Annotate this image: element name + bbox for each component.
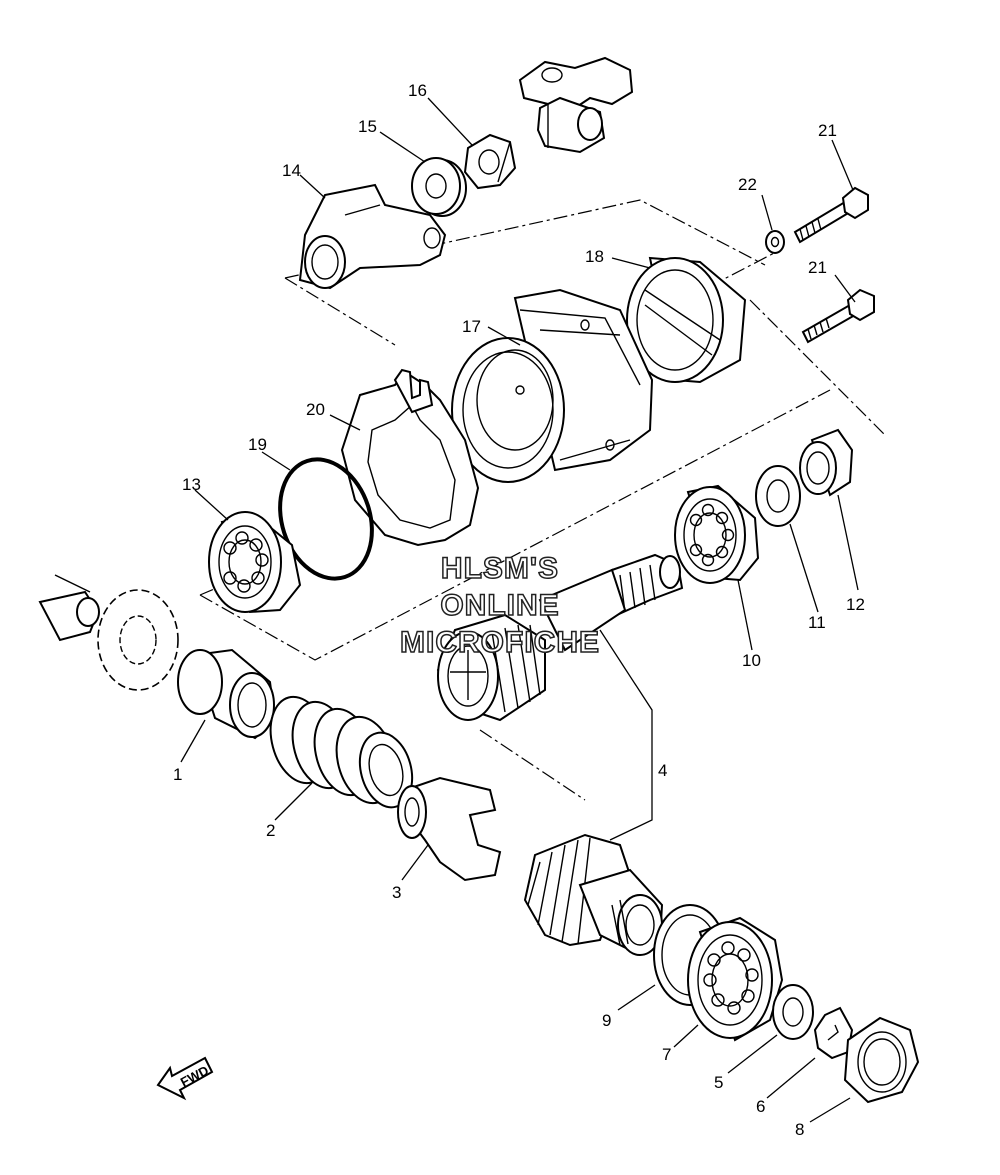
pinion-shaft xyxy=(436,553,684,722)
callout-1: 1 xyxy=(173,765,182,784)
bearing-housing xyxy=(451,288,654,483)
bearing-left xyxy=(97,589,179,691)
callout-labels: 1 2 3 4 5 6 7 8 9 10 11 12 13 14 15 16 1… xyxy=(173,81,865,1139)
leader-lines xyxy=(180,97,859,1123)
callout-3: 3 xyxy=(392,883,401,902)
bearing-13 xyxy=(208,511,302,614)
fwd-arrow-icon: FWD xyxy=(156,1056,214,1101)
watermark-line-2: ONLINE xyxy=(440,589,559,622)
lock-washer-6 xyxy=(813,1006,854,1060)
callout-21-upper: 21 xyxy=(818,121,837,140)
watermark: HLSM'S ONLINE MICROFICHE xyxy=(399,551,600,660)
nut-8 xyxy=(843,1016,920,1104)
watermark-line-3: MICROFICHE xyxy=(400,626,600,659)
callout-5: 5 xyxy=(714,1073,723,1092)
shaft-left xyxy=(38,574,100,642)
nut-16 xyxy=(463,133,517,190)
washer-15 xyxy=(411,157,467,217)
clutch-dog xyxy=(397,776,502,882)
callout-21-lower: 21 xyxy=(808,258,827,277)
washer-22 xyxy=(765,230,785,254)
bearing-7 xyxy=(687,916,784,1042)
callout-12: 12 xyxy=(846,595,865,614)
callout-19: 19 xyxy=(248,435,267,454)
collar-1 xyxy=(177,648,277,740)
callout-2: 2 xyxy=(266,821,275,840)
callout-9: 9 xyxy=(602,1011,611,1030)
shim-plate xyxy=(340,368,480,547)
collar-12 xyxy=(799,428,854,497)
callout-11: 11 xyxy=(808,613,826,632)
sleeve-18 xyxy=(626,256,747,384)
yoke xyxy=(298,183,447,290)
callout-18: 18 xyxy=(585,247,604,266)
callout-8: 8 xyxy=(795,1120,804,1139)
callout-16: 16 xyxy=(408,81,427,100)
callout-6: 6 xyxy=(756,1097,765,1116)
callout-10: 10 xyxy=(742,651,761,670)
bolt-21-upper xyxy=(793,186,869,244)
fwd-label: FWD xyxy=(178,1063,211,1090)
watermark-line-1: HLSM'S xyxy=(441,552,559,585)
o-ring xyxy=(278,457,374,581)
callout-7: 7 xyxy=(662,1045,671,1064)
bolt-21-lower xyxy=(801,288,875,344)
callout-17: 17 xyxy=(462,317,481,336)
spring xyxy=(269,695,414,809)
callout-15: 15 xyxy=(358,117,377,136)
bearing-10 xyxy=(674,484,760,584)
universal-joint xyxy=(518,56,634,154)
washer-5 xyxy=(772,984,814,1040)
callout-13: 13 xyxy=(182,475,201,494)
callout-4: 4 xyxy=(658,761,667,780)
callout-14: 14 xyxy=(282,161,301,180)
shim-11 xyxy=(755,465,801,527)
callout-20: 20 xyxy=(306,400,325,419)
bevel-gear xyxy=(523,833,664,956)
callout-22: 22 xyxy=(738,175,757,194)
